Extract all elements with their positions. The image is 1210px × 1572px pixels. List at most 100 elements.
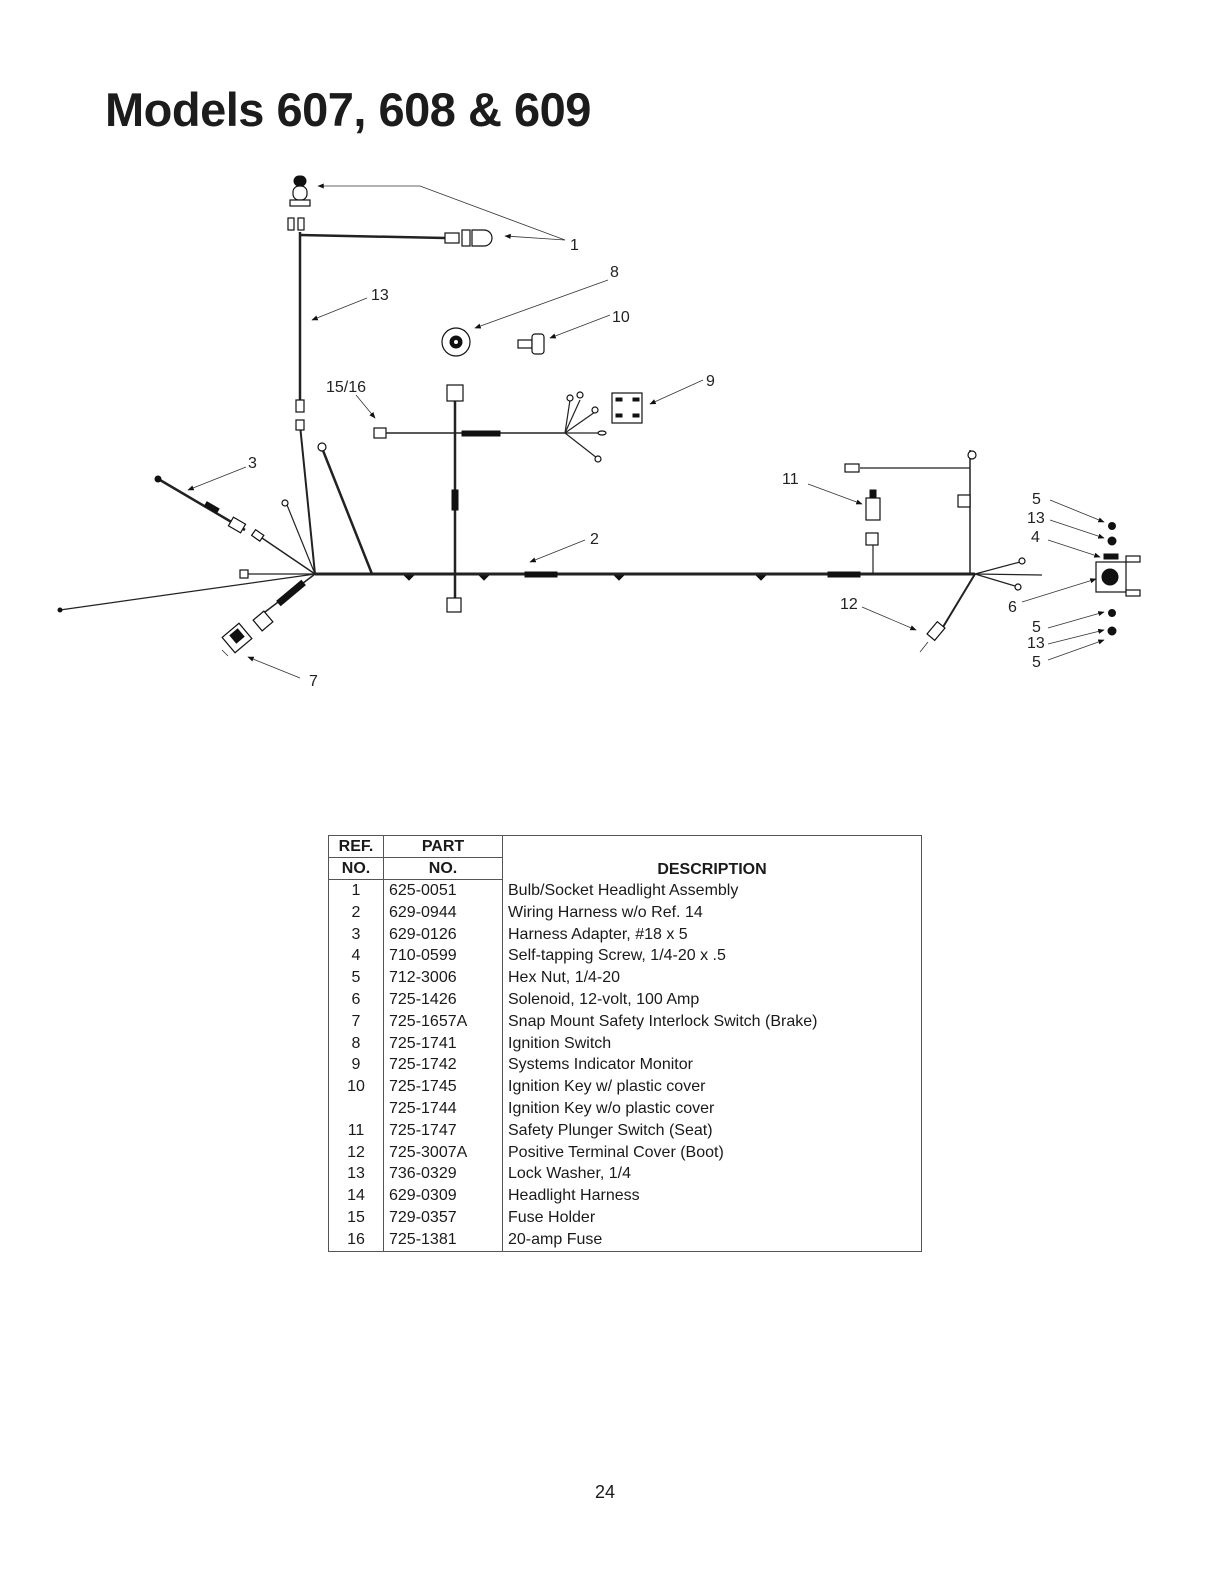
description-header: DESCRIPTION <box>502 835 922 880</box>
callout-7: 7 <box>309 673 318 690</box>
desc-cell: 20-amp Fuse <box>502 1228 922 1252</box>
callout-11: 11 <box>782 471 799 488</box>
desc-cell: Ignition Switch <box>502 1032 922 1055</box>
desc-cell: Wiring Harness w/o Ref. 14 <box>502 901 922 924</box>
part-cell: 725-1742 <box>383 1054 503 1077</box>
ignition-parts <box>441 327 545 357</box>
desc-cell: Harness Adapter, #18 x 5 <box>502 923 922 946</box>
ref-cell: 15 <box>328 1206 384 1229</box>
callout-3: 3 <box>248 455 257 472</box>
ref-cell: 7 <box>328 1010 384 1033</box>
callout-5-bottom: 5 <box>1032 654 1041 671</box>
callout-6: 6 <box>1008 599 1017 616</box>
part-cell: 729-0357 <box>383 1206 503 1229</box>
ref-cell: 9 <box>328 1054 384 1077</box>
desc-cell: Safety Plunger Switch (Seat) <box>502 1119 922 1142</box>
part-header-line2: NO. <box>383 857 503 880</box>
part-cell: 725-1657A <box>383 1010 503 1033</box>
ref-cell: 4 <box>328 945 384 968</box>
ref-cell: 3 <box>328 923 384 946</box>
headlight-harness <box>287 175 493 431</box>
desc-cell: Lock Washer, 1/4 <box>502 1163 922 1186</box>
callout-9: 9 <box>706 373 715 390</box>
callout-1: 1 <box>570 237 579 254</box>
desc-cell: Fuse Holder <box>502 1206 922 1229</box>
desc-cell: Hex Nut, 1/4-20 <box>502 967 922 989</box>
desc-cell: Positive Terminal Cover (Boot) <box>502 1141 922 1164</box>
left-branches <box>57 424 374 657</box>
desc-cell: Ignition Key w/ plastic cover <box>502 1076 922 1098</box>
ref-cell: 16 <box>328 1228 384 1252</box>
part-cell: 629-0309 <box>383 1185 503 1207</box>
part-cell: 725-1747 <box>383 1119 503 1142</box>
callout-4: 4 <box>1031 529 1040 546</box>
desc-cell: Solenoid, 12-volt, 100 Amp <box>502 988 922 1011</box>
ref-cell <box>328 1097 384 1120</box>
ref-cell: 12 <box>328 1141 384 1164</box>
part-cell: 725-3007A <box>383 1141 503 1164</box>
ref-cell: 13 <box>328 1163 384 1186</box>
page-title: Models 607, 608 & 609 <box>105 83 591 136</box>
part-cell: 629-0944 <box>383 901 503 924</box>
ref-cell: 10 <box>328 1076 384 1098</box>
center-branch <box>373 384 643 613</box>
right-branches <box>844 450 1141 653</box>
ref-cell: 6 <box>328 988 384 1011</box>
part-cell: 725-1744 <box>383 1097 503 1120</box>
desc-cell: Self-tapping Screw, 1/4-20 x .5 <box>502 945 922 968</box>
desc-cell: Headlight Harness <box>502 1185 922 1207</box>
callout-8: 8 <box>610 264 619 281</box>
ref-header-line2: NO. <box>328 857 384 880</box>
ref-cell: 8 <box>328 1032 384 1055</box>
part-cell: 725-1381 <box>383 1228 503 1252</box>
ref-header-line1: REF. <box>328 835 384 858</box>
leader-lines <box>187 183 1105 679</box>
callout-2: 2 <box>590 531 599 548</box>
callout-5-mid: 5 <box>1032 619 1041 636</box>
callout-12: 12 <box>840 596 858 613</box>
page-number: 24 <box>594 1482 616 1502</box>
callout-13-bottom: 13 <box>1027 635 1045 652</box>
callout-10: 10 <box>612 309 630 326</box>
callout-14: 13 <box>371 287 389 304</box>
desc-cell: Systems Indicator Monitor <box>502 1054 922 1077</box>
main-harness <box>315 571 975 581</box>
part-cell: 629-0126 <box>383 923 503 946</box>
callout-5-top: 5 <box>1032 491 1041 508</box>
callout-labels: 1 8 13 10 9 15/16 3 11 2 12 7 5 13 4 6 5… <box>248 237 1045 690</box>
ref-cell: 11 <box>328 1119 384 1142</box>
ref-cell: 1 <box>328 879 384 902</box>
desc-cell: Bulb/Socket Headlight Assembly <box>502 879 922 902</box>
desc-cell: Ignition Key w/o plastic cover <box>502 1097 922 1120</box>
part-cell: 625-0051 <box>383 879 503 902</box>
callout-15-16: 15/16 <box>326 379 366 396</box>
ref-cell: 2 <box>328 901 384 924</box>
wiring-harness-diagram: 1 8 13 10 9 15/16 3 11 2 12 7 5 13 4 6 5… <box>57 175 1141 690</box>
part-cell: 736-0329 <box>383 1163 503 1186</box>
part-cell: 725-1741 <box>383 1032 503 1055</box>
ref-cell: 14 <box>328 1185 384 1207</box>
part-cell: 725-1745 <box>383 1076 503 1098</box>
part-cell: 712-3006 <box>383 967 503 989</box>
desc-cell: Snap Mount Safety Interlock Switch (Brak… <box>502 1010 922 1033</box>
part-header-line1: PART <box>383 835 503 858</box>
ref-cell: 5 <box>328 967 384 989</box>
